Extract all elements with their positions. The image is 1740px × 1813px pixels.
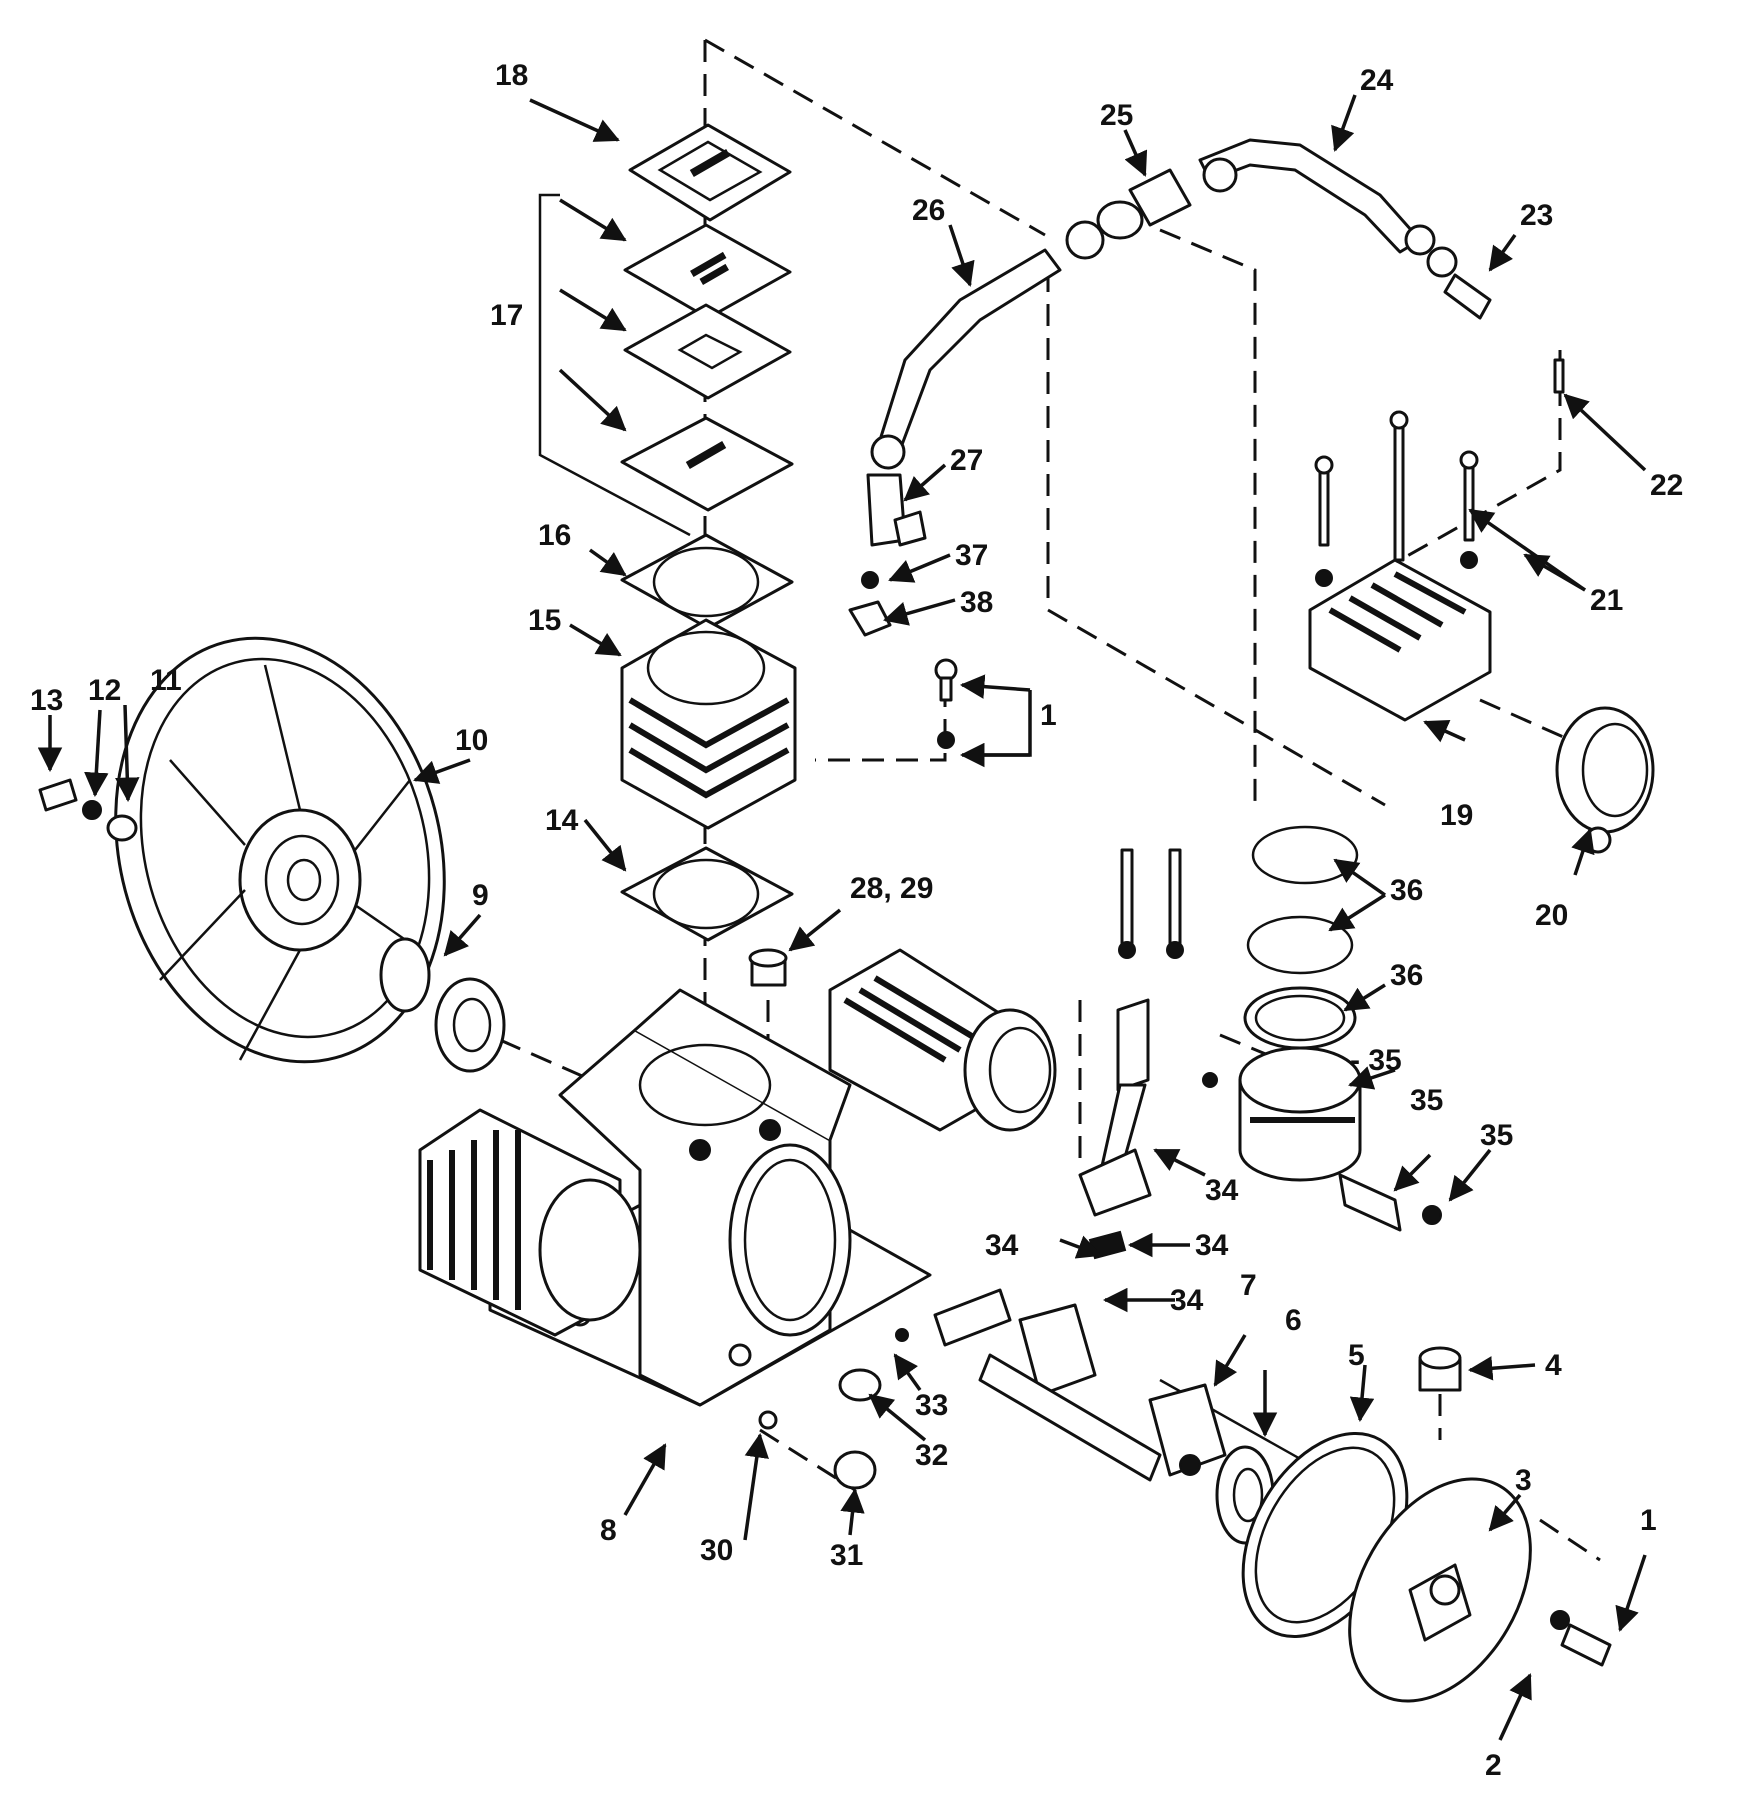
callout-27: 27 xyxy=(950,444,983,477)
piston-rings-36 xyxy=(1243,825,1359,1050)
callout-25: 25 xyxy=(1100,99,1133,132)
callout-34a: 34 xyxy=(1205,1174,1239,1207)
callout-10: 10 xyxy=(455,724,488,757)
check-valve-27 xyxy=(848,434,927,637)
right-cylinder-assembly xyxy=(828,948,1057,1132)
discharge-tube-24 xyxy=(1198,138,1422,254)
callout-16: 16 xyxy=(538,519,571,552)
callout-9: 9 xyxy=(472,879,489,912)
callout-13: 13 xyxy=(30,684,63,717)
callout-labels: 18 17 16 15 14 26 25 24 23 22 21 19 20 2… xyxy=(30,59,1683,1782)
cylinder-bolt-1 xyxy=(934,658,958,749)
connecting-rod-34 xyxy=(1078,848,1184,1260)
callout-15: 15 xyxy=(528,604,561,637)
callout-36a: 36 xyxy=(1390,874,1423,907)
callout-24: 24 xyxy=(1360,64,1394,97)
callout-30: 30 xyxy=(700,1534,733,1567)
callout-34b: 34 xyxy=(985,1229,1019,1262)
callout-17: 17 xyxy=(490,299,523,332)
washers-11-13 xyxy=(38,778,138,842)
left-cylinder-assembly xyxy=(418,1108,642,1337)
callout-21: 21 xyxy=(1590,584,1623,617)
callout-1-cylinder-bolt: 1 xyxy=(1040,699,1057,732)
cylinder-base-gasket-14 xyxy=(620,846,794,942)
callout-36b: 36 xyxy=(1390,959,1423,992)
callout-35b: 35 xyxy=(1410,1084,1443,1117)
fitting-23 xyxy=(1404,224,1492,320)
callout-28-29: 28, 29 xyxy=(850,872,933,905)
discharge-tube-26 xyxy=(878,200,1144,452)
callout-19: 19 xyxy=(1440,799,1473,832)
callout-26: 26 xyxy=(912,194,945,227)
crankshaft-7 xyxy=(933,1288,1227,1482)
part-17-bracket xyxy=(538,193,691,537)
callout-14: 14 xyxy=(545,804,579,837)
callout-2: 2 xyxy=(1485,1749,1502,1782)
cylinder-head-19 xyxy=(1308,558,1492,722)
callout-20: 20 xyxy=(1535,899,1568,932)
callout-34d: 34 xyxy=(1170,1284,1204,1317)
piston-35 xyxy=(1202,1046,1442,1232)
bearing-9 xyxy=(379,937,506,1073)
callout-23: 23 xyxy=(1520,199,1553,232)
callout-32: 32 xyxy=(915,1439,948,1472)
elbow-25 xyxy=(1128,168,1192,227)
oil-fill-plug-4 xyxy=(1418,1346,1462,1392)
flywheel-pulley-10 xyxy=(114,636,446,1064)
callout-3: 3 xyxy=(1515,1464,1532,1497)
callout-35a: - 35 xyxy=(1350,1044,1402,1077)
callout-18: 18 xyxy=(495,59,528,92)
callout-11: 11 xyxy=(150,664,182,697)
callout-6: 6 xyxy=(1285,1304,1302,1337)
callout-37: 37 xyxy=(955,539,988,572)
callout-1-cover-bolt: 1 xyxy=(1640,1504,1657,1537)
valve-plate-17c xyxy=(620,416,794,512)
callout-5: 5 xyxy=(1348,1339,1365,1372)
callout-35c: 35 xyxy=(1480,1119,1513,1152)
callout-33: 33 xyxy=(915,1389,948,1422)
crankcase-8 xyxy=(488,988,932,1407)
cylinder-gasket-16 xyxy=(620,533,794,630)
head-gasket-18 xyxy=(628,123,792,222)
breather-28-29 xyxy=(748,948,788,987)
callout-8: 8 xyxy=(600,1514,617,1547)
intake-filter-20 xyxy=(1555,706,1655,854)
callout-22: 22 xyxy=(1650,469,1683,502)
valve-plate-17a xyxy=(623,223,792,320)
plug-22 xyxy=(1553,358,1565,394)
valve-plate-17b xyxy=(623,303,792,400)
end-cover-3 xyxy=(1348,1477,1532,1703)
callout-12: 12 xyxy=(88,674,121,707)
callout-31: 31 xyxy=(830,1539,863,1572)
callout-38: 38 xyxy=(960,586,993,619)
callout-34c: 34 xyxy=(1195,1229,1229,1262)
cover-bolt-1-2 xyxy=(1550,1610,1612,1667)
callout-7: 7 xyxy=(1240,1269,1257,1302)
callout-4: 4 xyxy=(1545,1349,1562,1382)
leader-arrows xyxy=(37,94,1647,1741)
cylinder-15 xyxy=(620,618,797,830)
head-bolts-21 xyxy=(1314,410,1479,587)
